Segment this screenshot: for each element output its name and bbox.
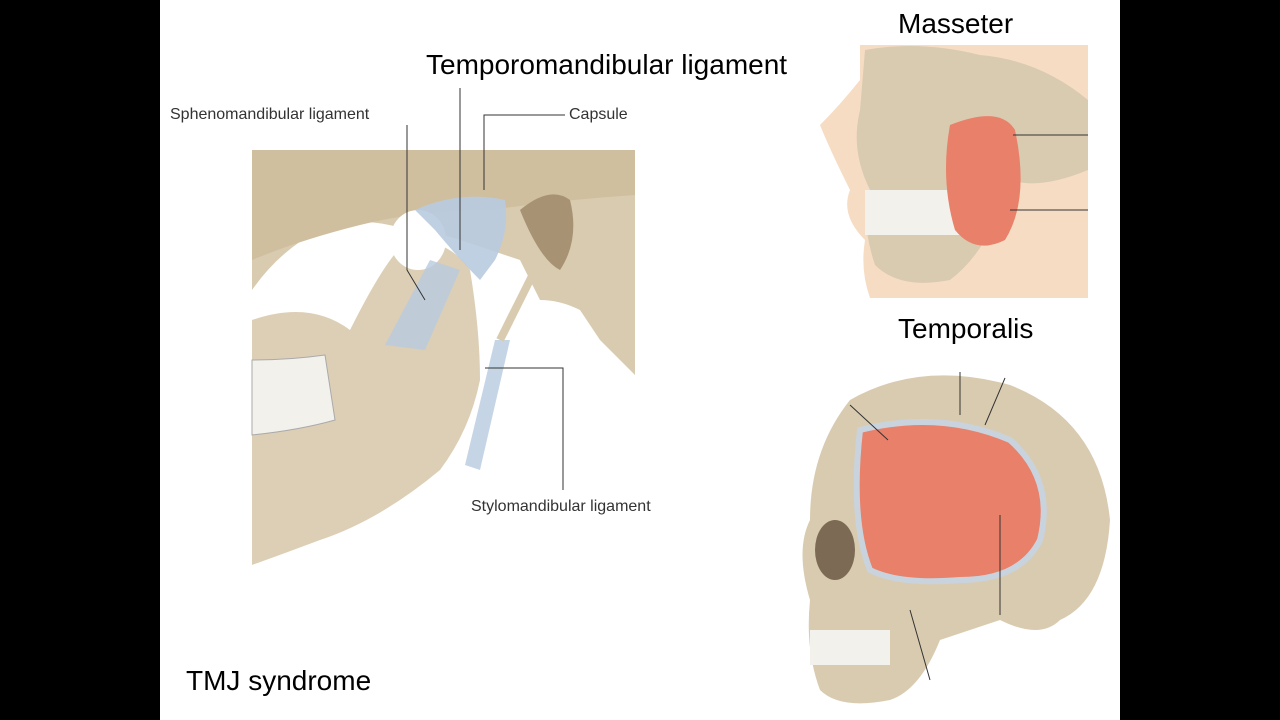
label-capsule: Capsule <box>569 106 628 123</box>
label-masseter: Masseter <box>898 8 1014 39</box>
label-stylomandibular-ligament: Stylomandibular ligament <box>471 498 651 515</box>
leader-lines <box>406 88 565 490</box>
anatomy-illustrations <box>251 45 1110 704</box>
label-temporalis: Temporalis <box>898 313 1034 344</box>
slide-title-tmj-syndrome: TMJ syndrome <box>186 665 372 696</box>
tmj-ligament-illustration <box>251 150 635 565</box>
slide: Temporomandibular ligament Sphenomandibu… <box>160 0 1120 720</box>
temporalis-illustration <box>802 372 1110 704</box>
label-sphenomandibular-ligament: Sphenomandibular ligament <box>170 106 370 123</box>
label-temporomandibular-ligament: Temporomandibular ligament <box>426 49 788 80</box>
masseter-illustration <box>820 45 1088 298</box>
